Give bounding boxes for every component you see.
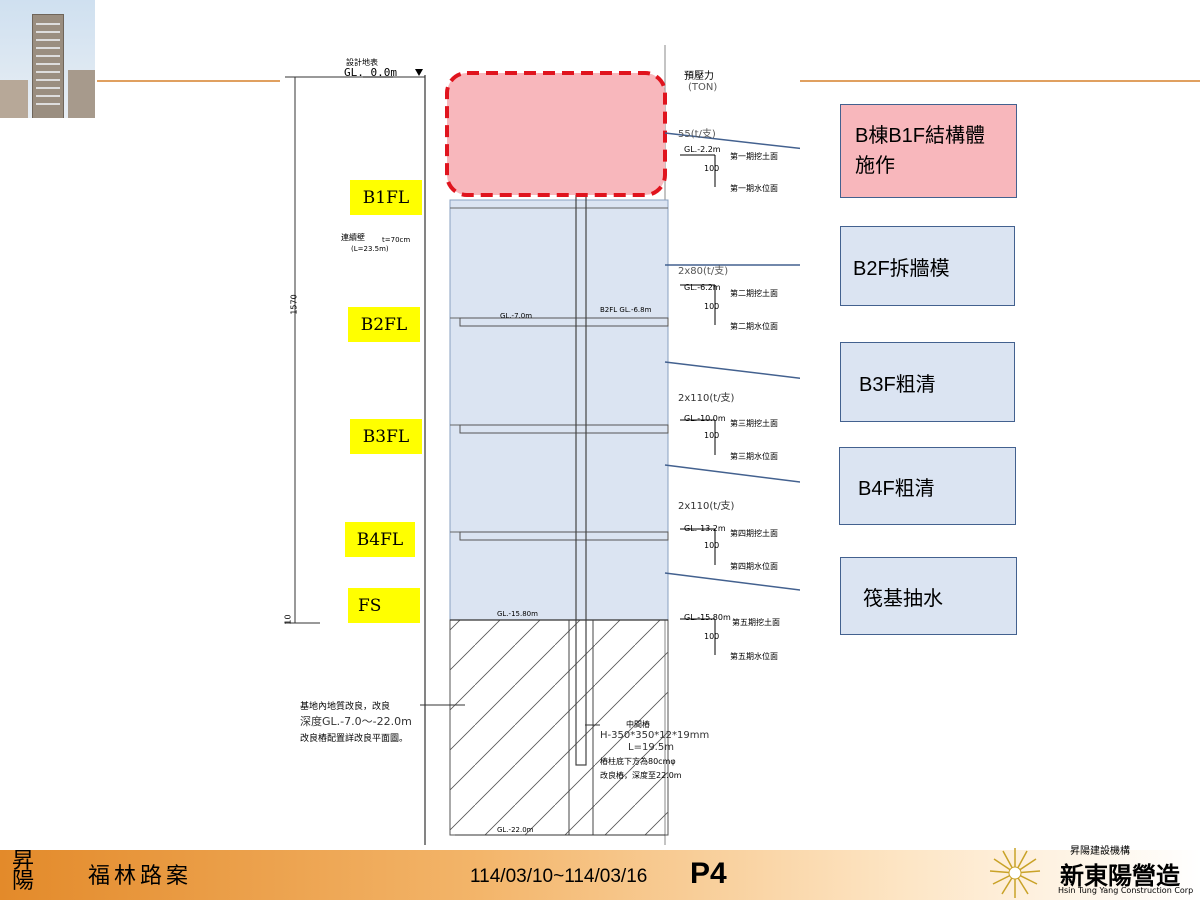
stage1-water: 第一期水位面 (730, 184, 778, 193)
building-thumbnail (0, 0, 95, 118)
ground-label-top: 設計地表 (346, 58, 378, 67)
preload-2: 2x80(t/支) (678, 266, 729, 277)
stage1-exc: 第一期挖土面 (730, 152, 778, 161)
callout-raft-dewatering: 筏基抽水 (840, 557, 1017, 635)
wall-length: (L=23.5m) (351, 245, 389, 253)
callout-b3f-clearing-text: B3F粗清 (859, 373, 936, 396)
callout-b1f-structure: B棟B1F結構體施作 (840, 104, 1017, 198)
dim-100-1: 100 (704, 164, 720, 173)
page-number: P4 (690, 857, 727, 890)
thumbnail-side-building (68, 70, 95, 118)
column-note-1: 中間樁 (626, 720, 650, 729)
thumbnail-tower (32, 14, 64, 118)
callout-b4f-clearing: B4F粗清 (839, 447, 1016, 525)
company-sunburst-logo (989, 848, 1041, 898)
callout-b1f-structure-text: B棟B1F結構體施作 (855, 125, 986, 177)
ground-level-marker (415, 69, 423, 76)
gl-22-mark: GL.-22.0m (497, 826, 534, 834)
exc-level-3: GL.-10.0m (684, 414, 726, 423)
company-english-name: Hsin Tung Yang Construction Corp (1058, 886, 1194, 895)
soil-improvement-zone (449, 619, 669, 836)
level-label-b1fl: B1FL (350, 180, 422, 215)
wall-label: 連續壁 (341, 233, 365, 242)
exc-level-5: GL.-15.80m (684, 613, 731, 622)
dim-100-2: 100 (704, 302, 720, 311)
exc-level-2: GL.-6.2m (684, 283, 721, 292)
column-note-5: 改良樁，深度至22.0m (600, 771, 682, 780)
thumbnail-low-building (0, 80, 28, 118)
exc-level-4: GL.-13.2m (684, 524, 726, 533)
column-note-2: H-350*350*12*19mm (600, 730, 710, 741)
callout-b4f-clearing-text: B4F粗清 (858, 477, 935, 500)
column-note-4: 樁柱底下方為80cmφ (600, 757, 676, 766)
dim-100-4: 100 (704, 541, 720, 550)
soil-note-3: 改良樁配置詳改良平面圖。 (300, 734, 409, 744)
callout-raft-dewatering-text: 筏基抽水 (863, 587, 943, 610)
preload-unit: (TON) (688, 82, 718, 93)
company-group-name: 昇陽建設機構 (1070, 846, 1130, 857)
level-label-b3fl: B3FL (350, 419, 422, 454)
preload-header: 預壓力 (684, 71, 714, 82)
soil-note-1: 基地內地質改良，改良 (300, 702, 391, 712)
preload-3: 2x110(t/支) (678, 393, 735, 404)
footer-bar (0, 850, 1200, 900)
depth-dimension-small: 10 (283, 614, 293, 625)
stage4-water: 第四期水位面 (730, 562, 778, 571)
gl-15-8-mark: GL.-15.80m (497, 610, 538, 618)
b1f-highlight (445, 71, 667, 197)
callout-b3f-clearing: B3F粗清 (840, 342, 1015, 422)
level-label-b4fl: B4FL (345, 522, 415, 557)
stage2-water: 第二期水位面 (730, 322, 778, 331)
b2fl-mark: B2FL GL.-6.8m (600, 306, 652, 314)
header-rule-right (800, 80, 1200, 82)
company-name: 新東陽營造 (1060, 861, 1180, 890)
stage3-water: 第三期水位面 (730, 452, 778, 461)
level-label-b2fl: B2FL (348, 307, 420, 342)
stage2-exc: 第二期挖土面 (730, 289, 778, 298)
exc-level-1: GL.-2.2m (684, 145, 721, 154)
ground-label: GL. 0.0m (344, 66, 397, 79)
dim-100-3: 100 (704, 431, 720, 440)
callout-b2f-formwork: B2F拆牆模 (840, 226, 1015, 306)
project-name: 福林路案 (88, 864, 193, 889)
level-label-fs: FS (348, 588, 420, 623)
excavation-zone (449, 199, 669, 621)
stage3-exc: 第三期挖土面 (730, 419, 778, 428)
callout-b2f-formwork-text: B2F拆牆模 (853, 257, 950, 280)
soil-note-2: 深度GL.-7.0～-22.0m (300, 715, 412, 728)
stage5-exc: 第五期挖土面 (732, 618, 780, 627)
header-rule-left (97, 80, 280, 82)
depth-dimension: 1570 (289, 294, 299, 315)
preload-1: 55(t/支) (678, 129, 716, 140)
dim-100-5: 100 (704, 632, 720, 641)
stage4-exc: 第四期挖土面 (730, 529, 778, 538)
date-range: 114/03/10~114/03/16 (470, 866, 648, 887)
stage5-water: 第五期水位面 (730, 652, 778, 661)
project-logo-chars: 昇陽 (12, 849, 35, 894)
preload-4: 2x110(t/支) (678, 501, 735, 512)
wall-thickness: t=70cm (382, 236, 411, 244)
gl-7-mark: GL.-7.0m (500, 312, 533, 320)
excavation-section-drawing (285, 45, 800, 845)
column-note-3: L=19.5m (628, 742, 674, 753)
